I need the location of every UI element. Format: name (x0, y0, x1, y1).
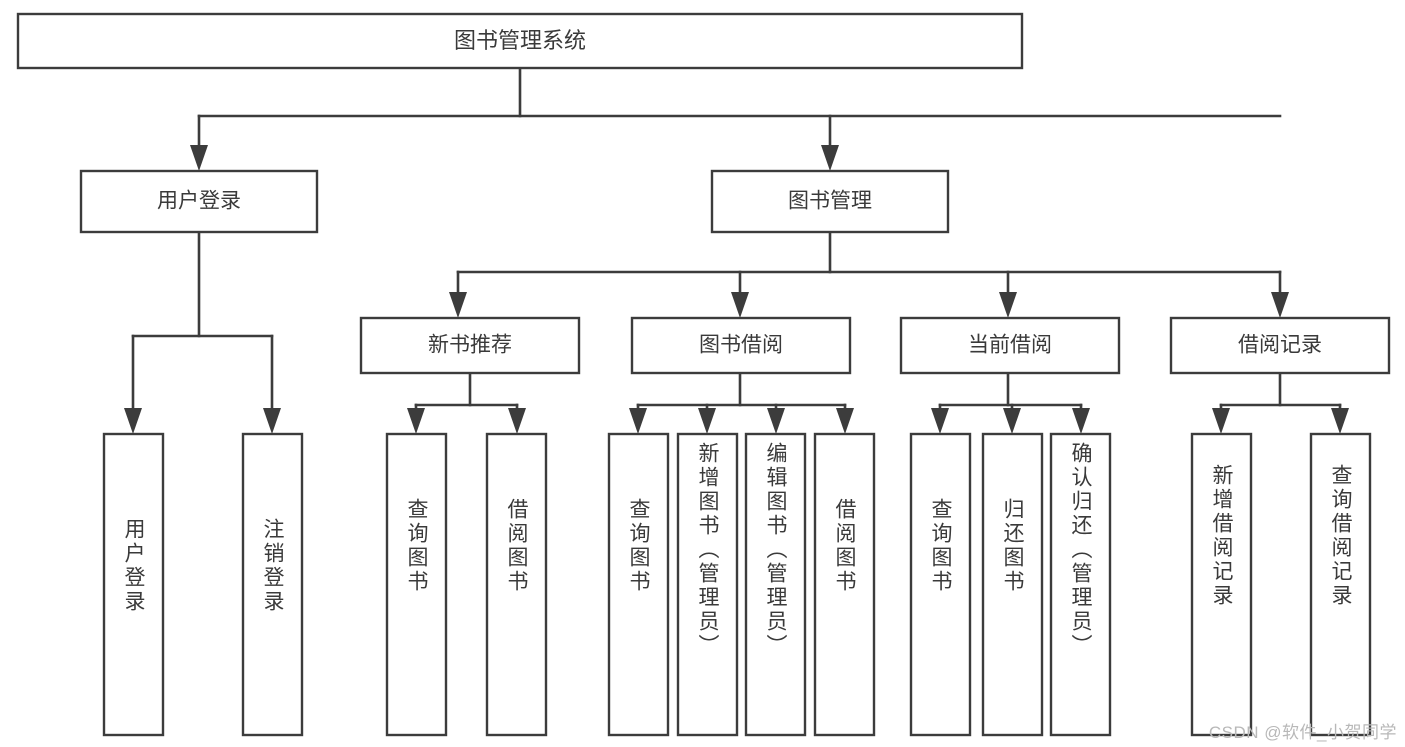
arrow-head-current-query-book (931, 408, 949, 434)
arrow-head-user-login (190, 145, 208, 171)
connector-group-book-borrow (629, 371, 854, 434)
arrow-head-borrow-borrow-book (836, 408, 854, 434)
node-box-current-borrow[interactable] (899, 316, 1121, 375)
node-box-user-login[interactable] (79, 169, 319, 234)
node-label-root: 图书管理系统 (454, 28, 586, 53)
arrow-head-recommend-borrow-book (508, 408, 526, 434)
arrow-head-borrow-records (1271, 292, 1289, 318)
node-box-current-confirm-return-admin[interactable] (1049, 432, 1112, 737)
arrow-head-borrow-query-book (629, 408, 647, 434)
node-box-recommend-borrow-book[interactable] (485, 432, 548, 737)
arrow-head-logout-leaf (263, 408, 281, 434)
node-box-records-query-record[interactable] (1309, 432, 1372, 737)
connector-group-user-login (124, 230, 281, 434)
node-box-borrow-records[interactable] (1169, 316, 1391, 375)
node-box-recommend-query-book[interactable] (385, 432, 448, 737)
node-label-borrow-records: 借阅记录 (1238, 334, 1322, 357)
node-label-current-borrow: 当前借阅 (968, 334, 1052, 357)
arrow-head-records-query-record (1331, 408, 1349, 434)
node-box-current-return-book[interactable] (981, 432, 1044, 737)
connector-group-new-book-recommend (407, 371, 526, 434)
arrow-head-book-manage (821, 145, 839, 171)
arrow-head-user-login-leaf (124, 408, 142, 434)
watermark-text: CSDN @软件_小贺同学 (1208, 723, 1397, 742)
arrow-head-current-confirm-return (1072, 408, 1090, 434)
arrow-head-book-borrow (731, 292, 749, 318)
connector-group-root (190, 66, 1282, 171)
node-box-book-manage[interactable] (710, 169, 950, 234)
node-box-current-query-book[interactable] (909, 432, 972, 737)
arrow-head-recommend-query-book (407, 408, 425, 434)
node-box-root[interactable] (16, 12, 1024, 70)
arrow-head-new-book-recommend (449, 292, 467, 318)
arrow-head-borrow-add-book (698, 408, 716, 434)
node-label-book-borrow: 图书借阅 (699, 334, 783, 357)
node-box-new-book-recommend[interactable] (359, 316, 581, 375)
node-label-new-book-recommend: 新书推荐 (428, 334, 512, 357)
node-box-user-login-leaf[interactable] (102, 432, 165, 737)
arrow-head-current-borrow (999, 292, 1017, 318)
arrow-head-borrow-edit-book (767, 408, 785, 434)
connector-group-borrow-records (1212, 371, 1349, 434)
connector-group-current-borrow (931, 371, 1090, 434)
node-label-user-login: 用户登录 (157, 190, 241, 213)
node-box-records-add-record[interactable] (1190, 432, 1253, 737)
arrow-head-records-add-record (1212, 408, 1230, 434)
node-box-borrow-borrow-book[interactable] (813, 432, 876, 737)
arrow-head-current-return-book (1003, 408, 1021, 434)
node-box-borrow-query-book[interactable] (607, 432, 670, 737)
node-box-borrow-add-book-admin[interactable] (676, 432, 739, 737)
node-label-book-manage: 图书管理 (788, 190, 872, 213)
node-box-borrow-edit-book-admin[interactable] (744, 432, 807, 737)
connector-group-book-manage (449, 230, 1289, 318)
node-box-book-borrow[interactable] (630, 316, 852, 375)
node-box-logout-leaf[interactable] (241, 432, 304, 737)
